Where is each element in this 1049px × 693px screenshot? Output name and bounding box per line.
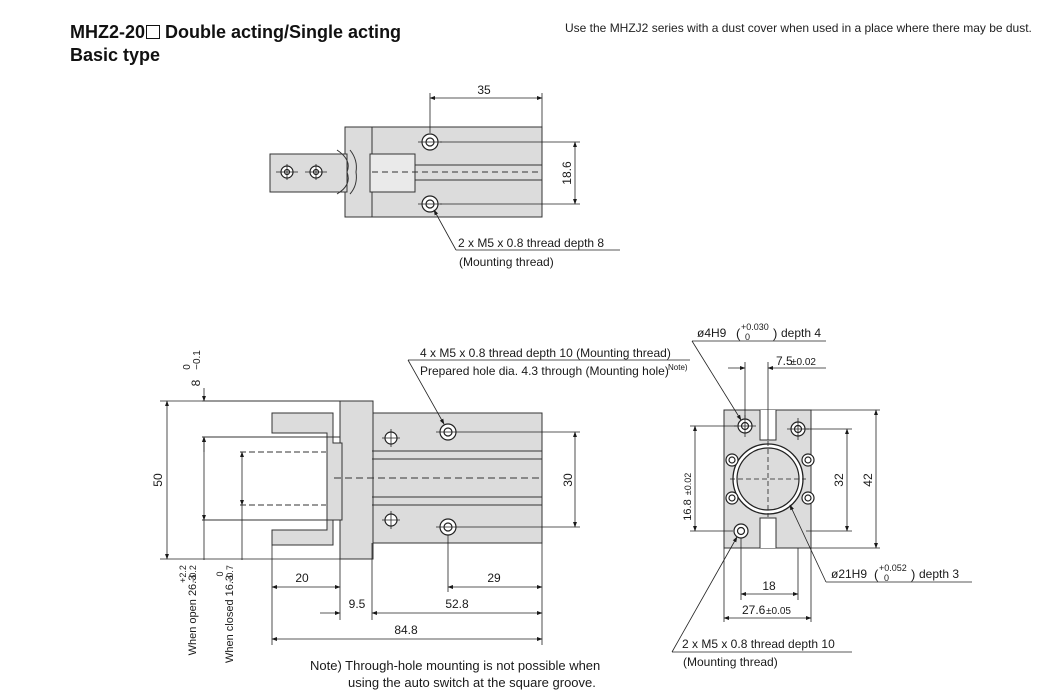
side-view-centerlines xyxy=(382,429,460,529)
end-view: ø4H9 ( +0.030 0 ) depth 4 7.5 ±0.02 16.8… xyxy=(671,322,972,669)
pin-hole-tol-top: +0.030 xyxy=(741,322,769,332)
dim-8-tol-bottom: −0.1 xyxy=(192,350,203,370)
dim-35-text: 35 xyxy=(477,83,491,97)
dim-30-text: 30 xyxy=(561,473,575,487)
pin-hole-leader xyxy=(691,340,826,421)
dim-16-8-lines xyxy=(690,425,737,532)
end-view-centerlines xyxy=(730,415,809,517)
dim-50-lines xyxy=(160,400,340,560)
dim-27-6-text: 27.6 xyxy=(742,603,766,617)
pin-hole-depth: depth 4 xyxy=(781,326,821,340)
bore-tol-top: +0.052 xyxy=(879,563,907,573)
dim-32-text: 32 xyxy=(832,473,846,487)
side-view: 4 x M5 x 0.8 thread depth 10 (Mounting t… xyxy=(151,346,690,663)
pin-hole-tol-bottom: 0 xyxy=(745,332,750,342)
model-placeholder-box xyxy=(146,25,161,39)
end-callout-leader xyxy=(671,536,852,653)
side-view-body xyxy=(271,400,543,560)
pin-hole-paren-open: ( xyxy=(736,326,741,341)
dim-7-5-text: 7.5 xyxy=(776,354,793,368)
top-view: 35 18.6 2 x M5 x 0.8 thread depth 8 (Mou… xyxy=(269,83,620,269)
dim-8-base: 8 xyxy=(189,379,203,386)
dim-18-6-text: 18.6 xyxy=(560,161,574,185)
end-callout-line2: (Mounting thread) xyxy=(683,655,778,669)
dim-42-text: 42 xyxy=(861,473,875,487)
dim-35-lines xyxy=(429,93,543,133)
side-callout-note-sup: Note) xyxy=(668,363,688,372)
side-callout-leader xyxy=(407,359,690,425)
dim-16-8-tol: ±0.02 xyxy=(683,473,693,495)
dim-closed-tol-bottom: −0.7 xyxy=(225,565,235,583)
side-view-detail xyxy=(202,400,542,521)
title-suffix: Double acting/Single acting xyxy=(165,22,402,42)
side-callout-line1: 4 x M5 x 0.8 thread depth 10 (Mounting t… xyxy=(420,346,671,360)
page-title: MHZ2-20 Double acting/Single acting xyxy=(70,21,401,44)
pin-hole-paren-close: ) xyxy=(773,326,777,341)
top-callout-line1: 2 x M5 x 0.8 thread depth 8 xyxy=(458,236,604,250)
bore-leader xyxy=(789,504,972,583)
dim-18-text: 18 xyxy=(762,579,776,593)
dim-32-42-lines xyxy=(806,409,880,549)
dim-open-tol-bottom: −0.2 xyxy=(188,565,198,583)
dim-50-text: 50 xyxy=(151,473,165,487)
dim-open-closed-lines xyxy=(202,436,244,560)
dim-20-text: 20 xyxy=(295,571,309,585)
dim-9-5-text: 9.5 xyxy=(349,597,366,611)
dim-open-tol-top: +2.2 xyxy=(178,565,188,583)
title-model: MHZ2-20 xyxy=(70,22,146,42)
top-view-centerlines xyxy=(276,141,442,205)
bore-paren-close: ) xyxy=(911,567,915,582)
end-view-slots xyxy=(759,410,777,548)
dim-18-6-lines xyxy=(440,141,580,205)
end-view-bore xyxy=(732,443,804,515)
dim-52-8-text: 52.8 xyxy=(445,597,469,611)
dim-closed-tol-top: 0 xyxy=(215,571,225,576)
side-callout-line2: Prepared hole dia. 4.3 through (Mounting… xyxy=(420,364,669,378)
dim-30-lines xyxy=(460,431,580,528)
dim-18-27-6-lines xyxy=(723,538,812,622)
dim-29-text: 29 xyxy=(487,571,501,585)
bore-label: ø21H9 xyxy=(831,567,867,581)
top-callout-leader xyxy=(433,209,620,251)
dim-7-5-tol: ±0.02 xyxy=(791,357,816,368)
dim-27-6-tol: ±0.05 xyxy=(766,606,791,617)
side-bottom-dim-lines xyxy=(271,535,543,645)
bore-paren-open: ( xyxy=(874,567,879,582)
top-callout-line2: (Mounting thread) xyxy=(459,255,554,269)
dim-open-label: When open 26.3 xyxy=(187,575,199,656)
dim-7-5-lines xyxy=(728,362,826,440)
bore-depth: depth 3 xyxy=(919,567,959,581)
footnote-line2: using the auto switch at the square groo… xyxy=(348,675,596,690)
dust-cover-note: Use the MHZJ2 series with a dust cover w… xyxy=(565,21,1032,35)
bore-tol-bottom: 0 xyxy=(884,573,889,583)
footnote-line1: Note) Through-hole mounting is not possi… xyxy=(310,658,600,673)
pin-hole-label: ø4H9 xyxy=(697,326,727,340)
dim-closed-label: When closed 16.3 xyxy=(224,575,236,663)
dim-84-8-text: 84.8 xyxy=(394,623,418,637)
top-view-detail xyxy=(336,149,542,195)
end-callout-line1: 2 x M5 x 0.8 thread depth 10 xyxy=(682,637,835,651)
dim-8-tol-top: 0 xyxy=(182,364,193,370)
page-subtitle: Basic type xyxy=(70,45,161,65)
dim-16-8-text: 16.8 xyxy=(682,499,694,520)
